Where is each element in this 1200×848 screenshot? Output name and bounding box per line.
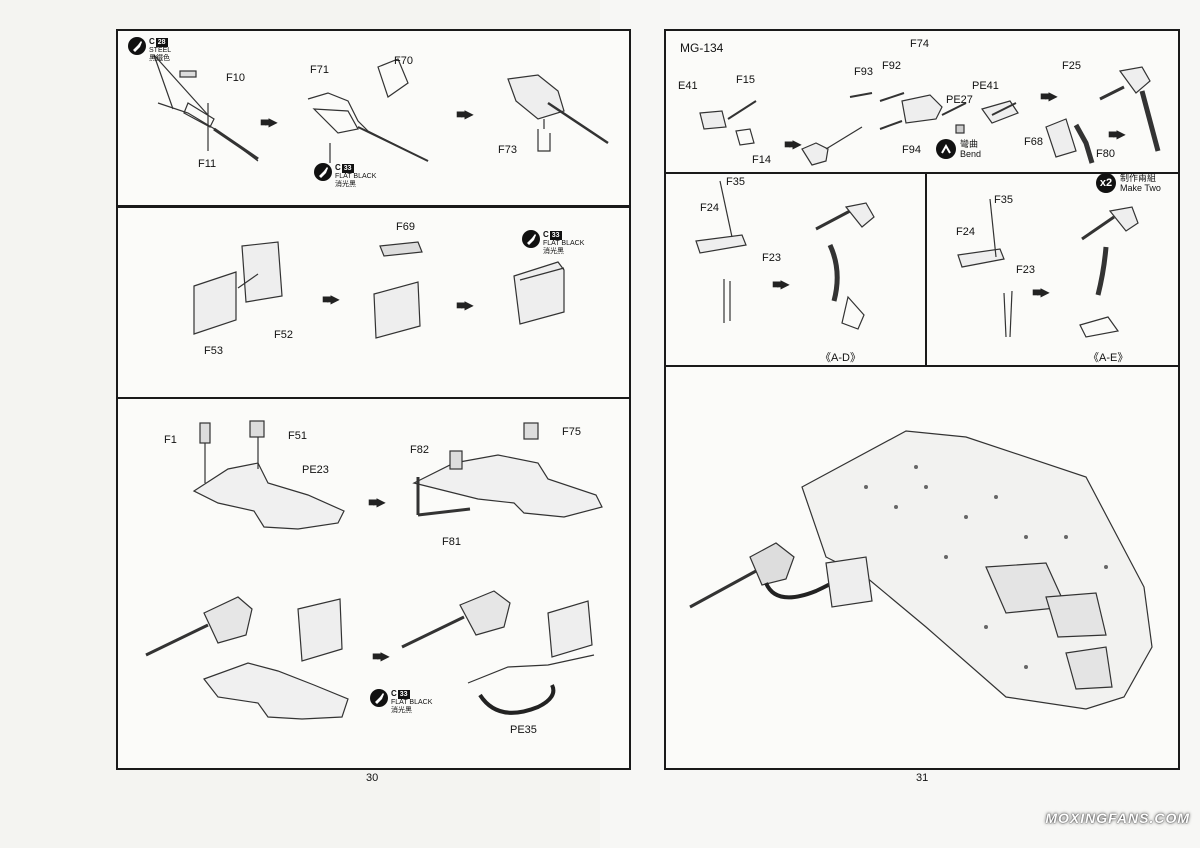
bend-badge: 彎曲 Bend [936,139,981,159]
paint-name-cn: 黑鐵色 [149,55,170,62]
part-label: F69 [396,221,415,233]
part-label: F35 [726,176,745,188]
section-title: MG-134 [680,41,724,55]
paint-code: C [149,37,155,46]
page-number-left: 30 [366,772,379,784]
paint-number: 33 [549,231,562,240]
bend-icon [936,139,956,159]
bend-cn: 彎曲 [960,139,979,149]
arrow-icon: ■■▶ [260,115,278,129]
paint-code: C [391,689,397,698]
paint-name-cn: 消光黑 [543,248,564,255]
arrow-icon: ■■▶ [772,277,790,291]
paint-name-en: FLAT BLACK [335,173,377,180]
paint-code: C [335,163,341,172]
part-label: F71 [310,64,329,76]
paint-name-cn: 消光黑 [391,707,412,714]
part-label: F53 [204,345,223,357]
step-2-drawing [193,241,565,339]
part-label: F1 [164,434,177,446]
arrow-icon: ■■▶ [456,107,474,121]
part-label: F75 [562,426,581,438]
sub-caption: 《A-E》 [1088,352,1129,364]
part-label: F73 [498,144,517,156]
arrow-icon: ■■▶ [1032,285,1050,299]
step-3-drawing [145,420,603,720]
brush-icon [314,163,332,181]
part-label: F82 [410,444,429,456]
part-label: F93 [854,66,873,78]
part-label: F10 [226,72,245,84]
part-label: PE23 [302,464,329,476]
brush-icon [128,37,146,55]
part-label: PE35 [510,724,537,736]
x2-badge-icon: x2 [1096,173,1116,193]
paint-name-en: STEEL [149,47,172,54]
watermark-text: MOXINGFANS.COM [1045,810,1190,826]
make-two-en: Make Two [1120,183,1161,193]
part-label: F70 [394,55,413,67]
arrow-icon: ■■▶ [1108,127,1126,141]
part-label: F94 [902,144,921,156]
arrow-icon: ■■▶ [368,495,386,509]
paint-name-en: FLAT BLACK [543,240,585,247]
brush-icon [370,689,388,707]
part-label: F11 [198,158,217,170]
part-label: F80 [1096,148,1115,160]
part-label: F24 [956,226,975,238]
page-number-right: 31 [916,772,929,784]
part-label: F23 [762,252,781,264]
paint-number: 28 [155,38,168,47]
part-label: F74 [910,38,929,50]
paint-name-en: FLAT BLACK [391,699,433,706]
paint-number: 33 [341,164,354,173]
arrow-icon: ■■▶ [1040,89,1058,103]
make-two-cn: 制作兩組 [1120,173,1157,183]
part-label: F23 [1016,264,1035,276]
arrow-icon: ■■▶ [784,137,802,151]
part-label: F24 [700,202,719,214]
deck-assembly-drawing [689,430,1153,710]
part-label: E41 [678,80,698,92]
right-step-2-panel [664,365,1180,770]
brush-icon [522,230,540,248]
part-label: PE27 [946,94,973,106]
part-label: F81 [442,536,461,548]
arrow-icon: ■■▶ [372,649,390,663]
arrow-icon: ■■▶ [456,298,474,312]
right-step-1-panel: MG-134 E41 F15 F14 F93 F92 F74 F94 PE27 … [664,29,1180,367]
paint-code: C [543,230,549,239]
paint-number: 33 [397,690,410,699]
mg134-drawing [666,66,1178,365]
part-label: PE41 [972,80,999,92]
part-label: F68 [1024,136,1043,148]
paint-name-cn: 消光黑 [335,181,356,188]
part-label: F92 [882,60,901,72]
bend-en: Bend [960,149,982,159]
part-label: F15 [736,74,755,86]
arrow-icon: ■■▶ [322,292,340,306]
part-label: F35 [994,194,1013,206]
part-label: F51 [288,430,307,442]
sub-caption: 《A-D》 [820,352,861,364]
part-label: F14 [752,154,771,166]
part-label: F25 [1062,60,1081,72]
part-label: F52 [274,329,293,341]
step-1-drawing [153,54,609,163]
make-two-badge: x2 制作兩組 Make Two [1096,173,1161,193]
